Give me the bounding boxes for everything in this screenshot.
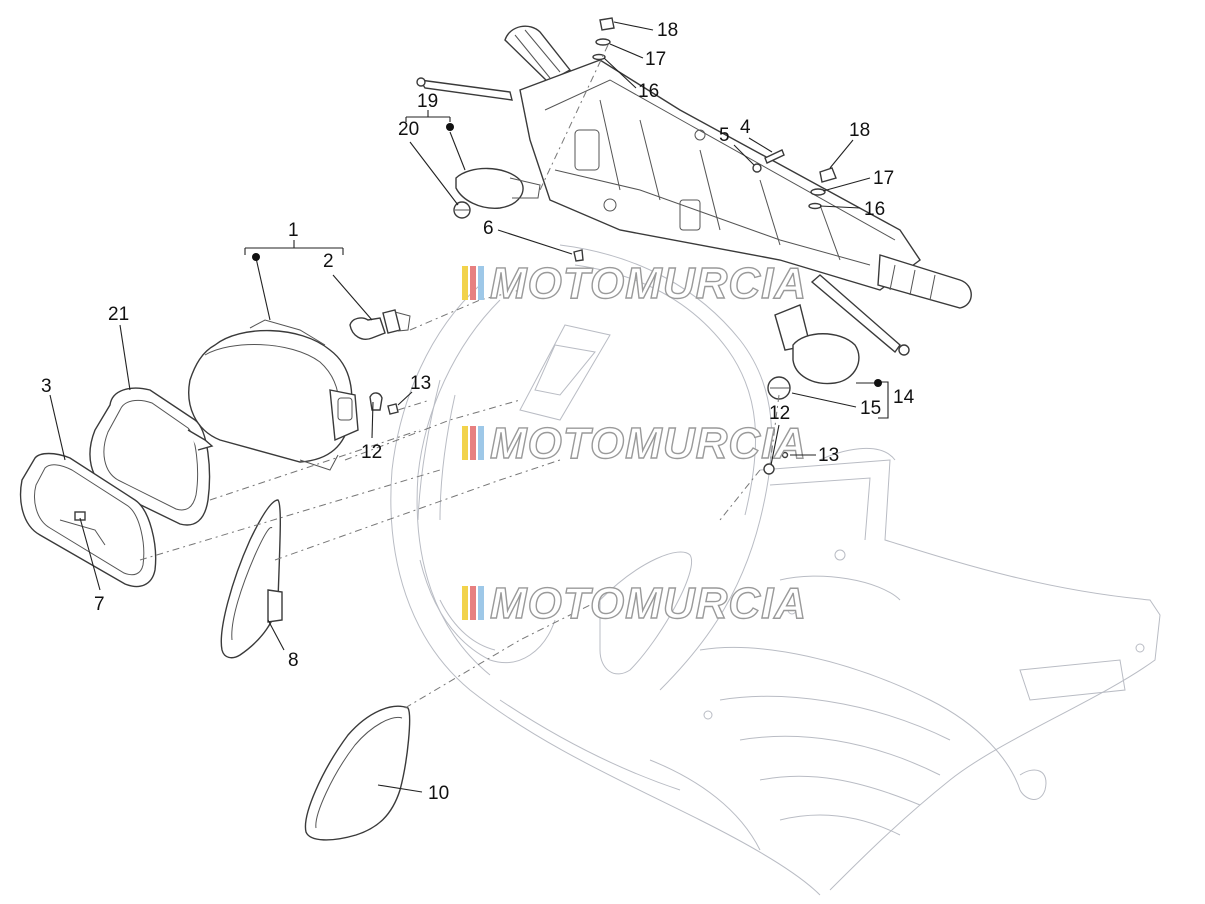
watermark-stripes-1 — [462, 266, 484, 300]
watermark-text-2: MOTOMURCIA — [490, 419, 807, 468]
bullet-dot — [252, 253, 260, 261]
bullet-dot — [446, 123, 454, 131]
callout-16-top: 16 — [638, 81, 659, 102]
right-turn-signal — [767, 304, 860, 400]
watermark-stripe — [470, 266, 476, 300]
callout-13-right: 13 — [818, 445, 839, 466]
left-turn-signal — [453, 167, 541, 219]
callout-17-right: 17 — [873, 168, 894, 189]
watermark-stripe — [478, 426, 484, 460]
handlebar-assembly — [416, 25, 972, 356]
callout-20: 20 — [398, 119, 419, 140]
bullet-dots — [252, 123, 882, 387]
watermark-stripe — [462, 426, 468, 460]
callout-1: 1 — [288, 220, 299, 241]
watermark-stripe — [478, 586, 484, 620]
watermark-stripe — [470, 586, 476, 620]
watermark-stripes-2 — [462, 426, 484, 460]
callout-4: 4 — [740, 117, 751, 138]
watermark-stripe — [462, 266, 468, 300]
callout-13-left: 13 — [410, 373, 431, 394]
watermark-stripe — [462, 586, 468, 620]
callout-16-right: 16 — [864, 199, 885, 220]
callout-19: 19 — [417, 91, 438, 112]
side-indicator-upper — [220, 499, 283, 659]
callout-3: 3 — [41, 376, 52, 397]
callout-15: 15 — [860, 398, 881, 419]
callout-8: 8 — [288, 650, 299, 671]
callout-17-top: 17 — [645, 49, 666, 70]
watermark-text-1: MOTOMURCIA — [490, 259, 807, 308]
callout-18-right: 18 — [849, 120, 870, 141]
lower-reflector — [304, 705, 411, 841]
watermark: MOTOMURCIA MOTOMURCIA MOTOMURCIA — [462, 258, 807, 629]
watermark-stripe — [470, 426, 476, 460]
callout-6: 6 — [483, 218, 494, 239]
headlight-rim — [19, 452, 157, 588]
small-hardware — [369, 17, 837, 475]
watermark-stripe — [478, 266, 484, 300]
callout-labels: 18 17 16 19 20 4 5 18 17 16 6 1 2 21 3 1… — [41, 20, 915, 804]
callout-2: 2 — [323, 251, 334, 272]
callout-7: 7 — [94, 594, 105, 615]
explode-lines — [139, 44, 780, 709]
callout-10: 10 — [428, 783, 449, 804]
bullet-dot — [874, 379, 882, 387]
callout-14: 14 — [893, 387, 915, 408]
watermark-text-3: MOTOMURCIA — [490, 579, 807, 628]
leader-lines — [49, 21, 889, 793]
callout-12-left: 12 — [361, 442, 382, 463]
headlight-assembly — [188, 319, 359, 471]
headlight-bulb — [349, 309, 411, 340]
watermark-stripes-3 — [462, 586, 484, 620]
callout-12-right: 12 — [769, 403, 790, 424]
callout-18-top: 18 — [657, 20, 678, 41]
callout-21: 21 — [108, 304, 129, 325]
scooter-body-outline — [390, 244, 1161, 896]
callout-5: 5 — [719, 125, 730, 146]
